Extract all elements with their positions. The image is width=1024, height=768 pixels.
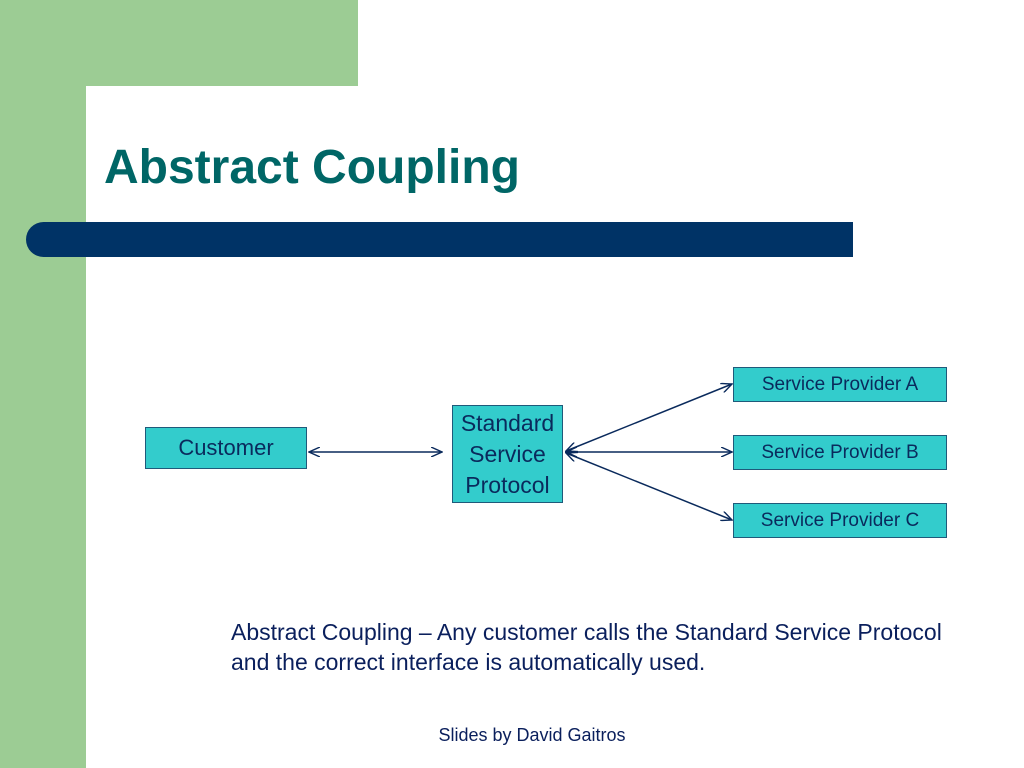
service-provider-a-box: Service Provider A [733, 367, 947, 402]
title-rule-bar [26, 222, 853, 257]
standard-service-protocol-box: Standard Service Protocol [452, 405, 563, 503]
slide-footer: Slides by David Gaitros [438, 725, 626, 745]
slide-caption: Abstract Coupling – Any customer calls t… [231, 619, 942, 675]
service-provider-c-box: Service Provider C [733, 503, 947, 538]
slide-title: Abstract Coupling [104, 141, 520, 194]
customer-box: Customer [145, 427, 307, 469]
green-top-block [0, 0, 358, 86]
service-provider-b-box: Service Provider B [733, 435, 947, 470]
green-side-bar [0, 0, 86, 768]
